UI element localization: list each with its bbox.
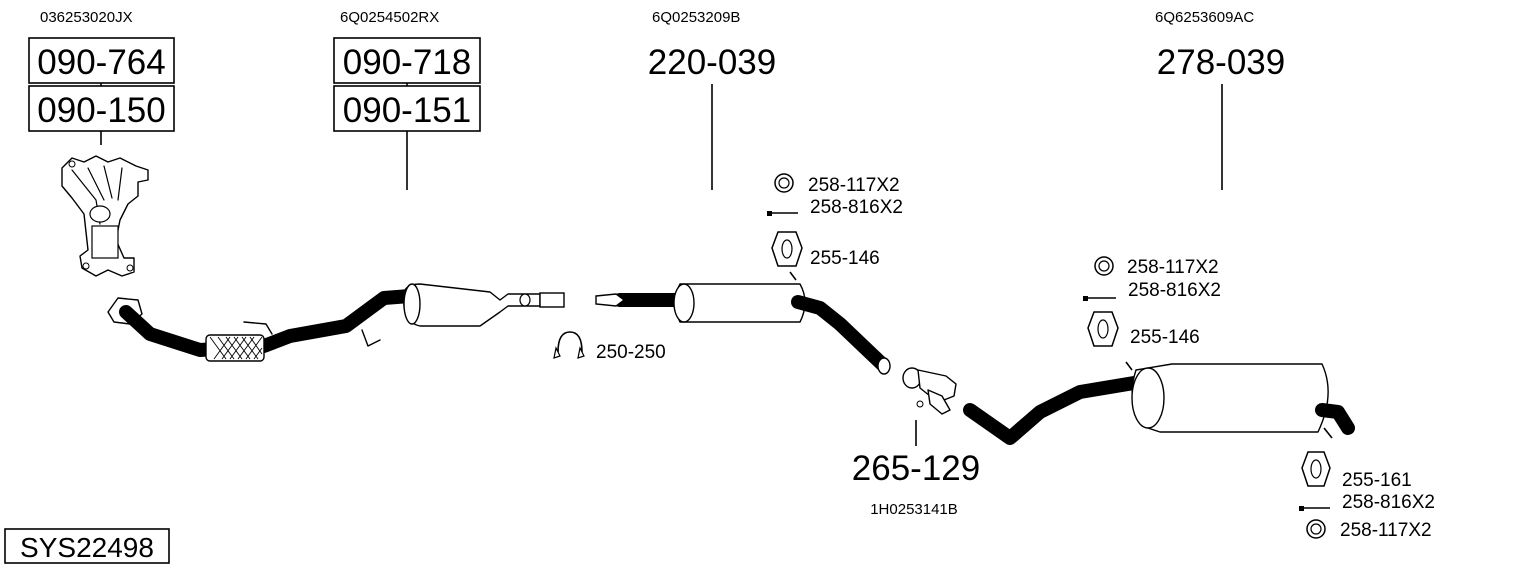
rear-silencer-drawing bbox=[963, 361, 1355, 445]
bolt-icon bbox=[1083, 296, 1116, 301]
accessory-label-rear-ring[interactable]: 258-117X2 bbox=[1127, 257, 1219, 278]
part-label-manifold-1: 090-764 bbox=[37, 43, 165, 82]
middle-silencer-drawing bbox=[595, 283, 891, 375]
rubber-hanger-icon bbox=[771, 231, 803, 281]
accessory-label-tail-hanger[interactable]: 255-161 bbox=[1342, 470, 1412, 491]
oem-connector: 1H0253141B bbox=[870, 501, 958, 518]
exhaust-manifold-drawing bbox=[61, 155, 149, 277]
accessory-label-mid-ring[interactable]: 258-117X2 bbox=[808, 175, 900, 196]
accessory-label-mid-hanger[interactable]: 255-146 bbox=[810, 248, 880, 269]
accessory-label-clamp[interactable]: 250-250 bbox=[596, 342, 666, 363]
part-label-connector[interactable]: 265-129 bbox=[852, 449, 980, 488]
bolt-icon bbox=[767, 211, 798, 216]
oem-middle-silencer: 6Q0253209B bbox=[652, 9, 740, 26]
part-box-catalyst-2[interactable]: 090-151 bbox=[333, 85, 481, 132]
oem-catalyst: 6Q0254502RX bbox=[340, 9, 439, 26]
ring-icon bbox=[774, 173, 794, 193]
ring-icon bbox=[1306, 519, 1326, 539]
accessory-label-rear-bolt[interactable]: 258-816X2 bbox=[1128, 280, 1221, 301]
accessory-label-rear-hanger[interactable]: 255-146 bbox=[1130, 327, 1200, 348]
part-box-catalyst-1[interactable]: 090-718 bbox=[333, 37, 481, 84]
oem-rear-silencer: 6Q6253609AC bbox=[1155, 9, 1254, 26]
part-box-manifold-2[interactable]: 090-150 bbox=[28, 85, 175, 132]
ring-icon bbox=[1094, 256, 1114, 276]
accessory-label-mid-bolt[interactable]: 258-816X2 bbox=[810, 197, 903, 218]
part-label-catalyst-2: 090-151 bbox=[343, 91, 471, 130]
accessory-label-tail-bolt[interactable]: 258-816X2 bbox=[1342, 492, 1435, 513]
part-box-manifold-1[interactable]: 090-764 bbox=[28, 37, 175, 84]
oem-manifold: 036253020JX bbox=[40, 9, 133, 26]
part-label-manifold-2: 090-150 bbox=[37, 91, 165, 130]
system-id: SYS22498 bbox=[20, 532, 154, 563]
connector-drawing bbox=[902, 367, 957, 415]
rubber-hanger-icon bbox=[1301, 427, 1333, 487]
accessory-label-tail-ring[interactable]: 258-117X2 bbox=[1340, 520, 1432, 541]
part-label-catalyst-1: 090-718 bbox=[343, 43, 471, 82]
front-pipe-drawing bbox=[107, 289, 417, 362]
catalyst-drawing bbox=[403, 283, 565, 327]
bolt-icon bbox=[1299, 506, 1330, 511]
system-id-box: SYS22498 bbox=[4, 528, 170, 564]
part-label-rear-silencer[interactable]: 278-039 bbox=[1157, 43, 1285, 82]
clamp-icon bbox=[553, 331, 585, 359]
part-label-middle-silencer[interactable]: 220-039 bbox=[648, 43, 776, 82]
rubber-hanger-icon bbox=[1087, 311, 1119, 347]
